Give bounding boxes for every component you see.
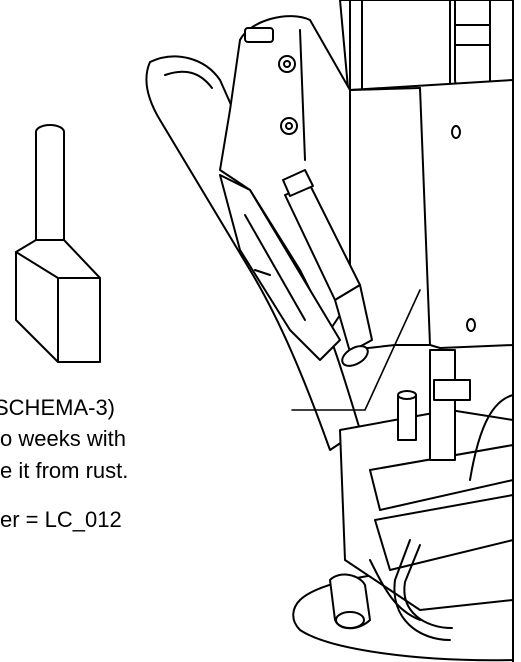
main-housing (349, 79, 514, 351)
rod-end (341, 345, 369, 367)
bracket-tab (244, 27, 274, 43)
cylinder-rod (334, 284, 373, 353)
housing-front-edge (419, 87, 431, 346)
bottom-fitting-end (335, 611, 365, 629)
handle-loop (393, 539, 451, 641)
arch-form (469, 394, 514, 481)
lower-rail-2 (374, 494, 514, 571)
bracket-fold (299, 29, 306, 161)
cylinder-cap (282, 169, 314, 197)
lower-rail (369, 444, 514, 511)
guide-slot (244, 214, 306, 321)
housing-corner (349, 87, 421, 91)
vertical-post (429, 349, 456, 461)
handle-loop-outer (403, 544, 453, 629)
side-pin (254, 269, 271, 276)
part-base-front (15, 251, 101, 363)
hose (369, 559, 421, 621)
knob-bottom-inner (285, 122, 293, 130)
screw-hole (451, 125, 461, 139)
leader-line (291, 289, 421, 411)
guide-plate (219, 174, 341, 361)
arm-rim (164, 70, 213, 89)
screw-hole (466, 318, 476, 332)
small-cylinder (397, 394, 417, 441)
small-cylinder-top (397, 390, 417, 400)
callout-line-1: SCHEMA-3) (0, 395, 116, 420)
knob-top-inner (283, 60, 291, 68)
flag-tab (433, 379, 471, 401)
callout-line-3: e it from rust. (0, 458, 129, 483)
callout-line-4: er = LC_012 (0, 507, 122, 532)
callout-line-2: o weeks with (0, 426, 126, 451)
